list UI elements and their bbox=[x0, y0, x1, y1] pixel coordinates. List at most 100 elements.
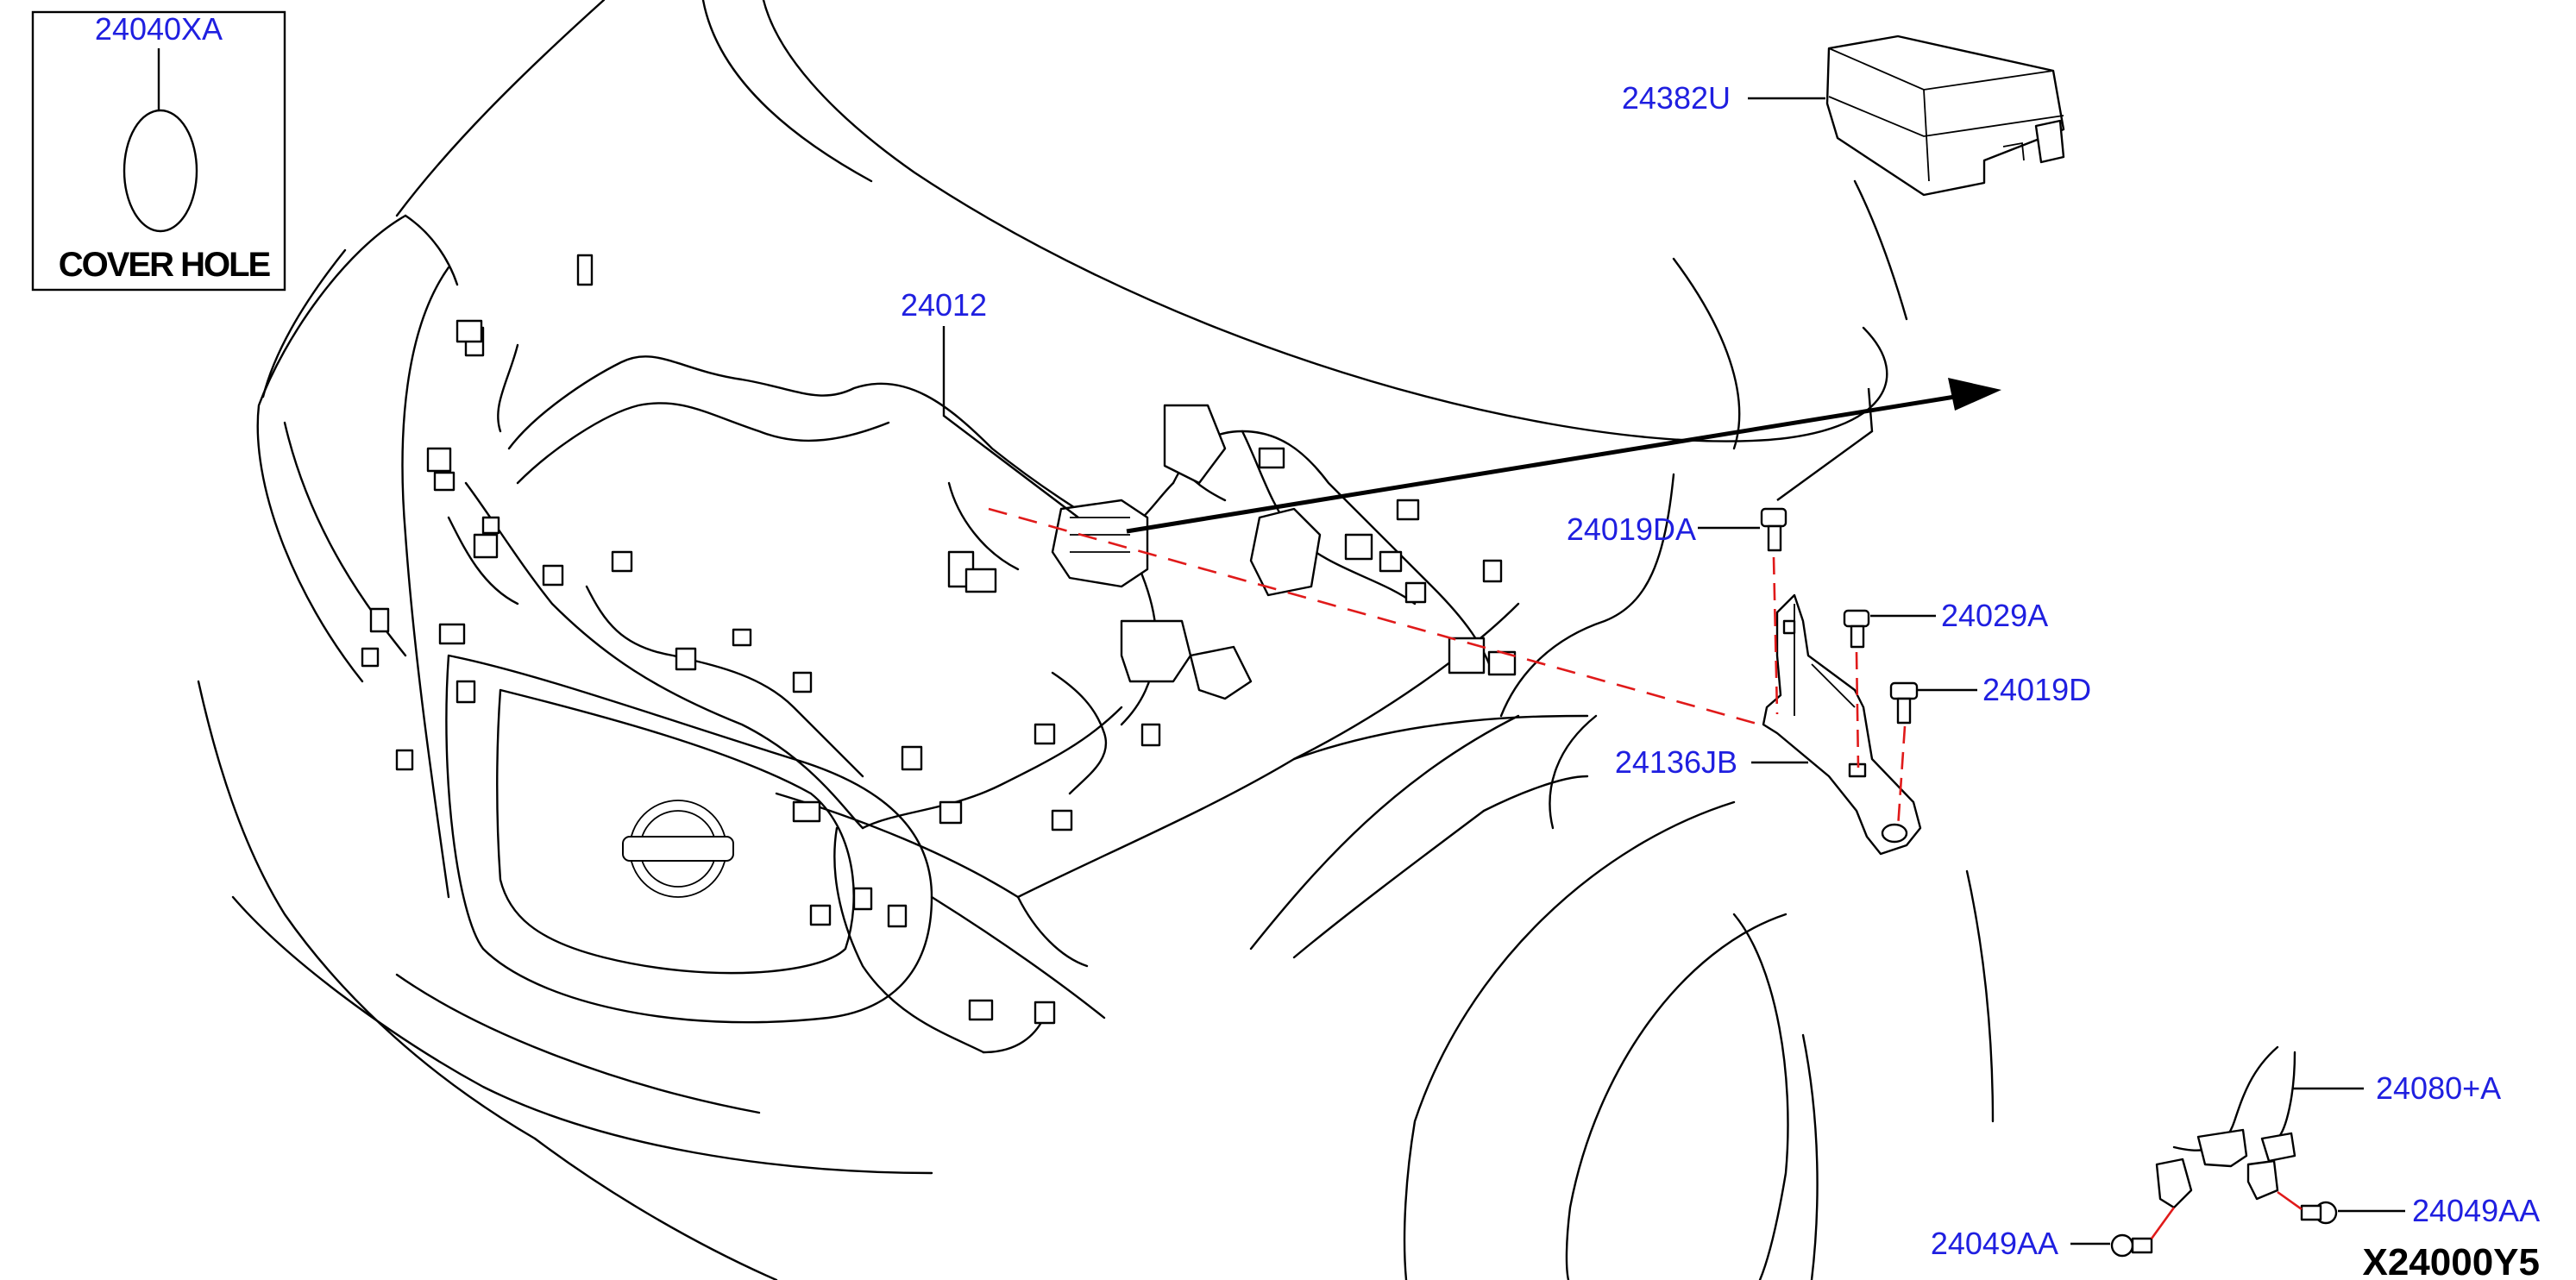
strap-terminal-right-b bbox=[2260, 1132, 2296, 1163]
fender-body bbox=[1249, 714, 1520, 951]
callout-24080A[interactable]: 24080+A bbox=[2376, 1070, 2501, 1106]
hood-crease bbox=[701, 0, 873, 183]
harness-right-run bbox=[1172, 430, 1494, 675]
assembly-guide-lines bbox=[988, 507, 2303, 1239]
wheel-arch-edge bbox=[1801, 1033, 1819, 1280]
ground-strap-24080A bbox=[2155, 1045, 2296, 1209]
bolt-head bbox=[1889, 681, 1919, 700]
connector bbox=[426, 447, 452, 473]
emblem bbox=[622, 800, 734, 898]
callout-24049AA-left[interactable]: 24049AA bbox=[1931, 1226, 2058, 1261]
guide-line-24019DA bbox=[1772, 556, 1779, 715]
arrow-head bbox=[1948, 378, 2001, 411]
bracket-hole bbox=[1881, 823, 1908, 844]
wiring-harness-24012 bbox=[361, 254, 1517, 1054]
connector bbox=[1482, 559, 1503, 583]
fender-edge-b bbox=[1853, 179, 1908, 321]
bumper-lower-edge bbox=[231, 895, 933, 1175]
relay-block bbox=[1120, 619, 1192, 683]
callout-24029A[interactable]: 24029A bbox=[1941, 598, 2048, 633]
callout-24382U[interactable]: 24382U bbox=[1622, 80, 1731, 116]
connector bbox=[1344, 533, 1373, 561]
bolt-24029A bbox=[1843, 609, 1870, 649]
harness-clip-block bbox=[1249, 507, 1322, 597]
connector bbox=[1396, 499, 1420, 521]
harness-mid-branch bbox=[1051, 671, 1108, 795]
inset-cover-hole: 24040XA COVER HOLE bbox=[31, 10, 286, 292]
fender-crease bbox=[1292, 809, 1486, 959]
screw-shank bbox=[2300, 1204, 2322, 1221]
junction-block bbox=[1051, 499, 1149, 588]
bolt-shank bbox=[1767, 524, 1782, 552]
fender-detail bbox=[1482, 775, 1589, 813]
connector bbox=[939, 800, 963, 825]
connector bbox=[542, 564, 564, 587]
guide-line-24049AA-left bbox=[2150, 1207, 2176, 1239]
connector bbox=[887, 904, 908, 928]
callout-24019DA[interactable]: 24019DA bbox=[1567, 511, 1696, 547]
hood-edge-center bbox=[762, 0, 1313, 364]
bolt-shank bbox=[1850, 624, 1865, 649]
harness-grille-run bbox=[585, 585, 864, 778]
connector bbox=[611, 550, 633, 573]
connector bbox=[852, 887, 873, 911]
fender-arch-lip bbox=[1549, 714, 1598, 830]
connector bbox=[1034, 1001, 1056, 1025]
callout-24019D[interactable]: 24019D bbox=[1982, 672, 2091, 707]
callout-24040XA[interactable]: 24040XA bbox=[95, 11, 223, 47]
fuse-box-cover-24382U bbox=[1825, 35, 2065, 197]
fuse-box-cover-latch bbox=[2034, 119, 2065, 164]
connector bbox=[361, 647, 380, 668]
leader-lines bbox=[942, 97, 2405, 1245]
harness-main-trunk bbox=[507, 355, 1123, 536]
harness-lower-run bbox=[861, 706, 1123, 830]
harness-bottom-run bbox=[833, 826, 985, 1054]
fender-top bbox=[1292, 714, 1589, 761]
hood-edge-left bbox=[395, 0, 606, 217]
bracket-body bbox=[1762, 593, 1922, 856]
connector bbox=[1404, 581, 1427, 604]
connector bbox=[675, 647, 697, 671]
harness-clip bbox=[1189, 645, 1253, 700]
grille-inner bbox=[496, 688, 855, 975]
screw-24049AA-right bbox=[2300, 1201, 2338, 1225]
guide-line-harness-to-bracket bbox=[988, 507, 1761, 726]
wheel-arch-inner bbox=[1565, 913, 1787, 1280]
connector bbox=[576, 254, 594, 286]
connector bbox=[1140, 723, 1161, 747]
bumper-outer bbox=[197, 680, 537, 1140]
fuse-box-cover-body bbox=[1825, 35, 2065, 197]
bolt-shank bbox=[1896, 697, 1912, 725]
screw-24049AA-left bbox=[2110, 1233, 2153, 1258]
vehicle-front-body bbox=[197, 0, 1995, 1280]
connector bbox=[1379, 550, 1403, 573]
strap-terminal-left bbox=[2196, 1128, 2248, 1168]
headlamp-top-curve bbox=[404, 214, 459, 286]
callout-24136JB[interactable]: 24136JB bbox=[1615, 744, 1737, 780]
strap-terminal-left-b bbox=[2155, 1158, 2193, 1209]
connector bbox=[456, 680, 476, 704]
headlamp-inner-a bbox=[261, 248, 347, 398]
guide-line-24029A bbox=[1855, 651, 1860, 769]
headlamp-beam-line bbox=[401, 266, 450, 899]
fuse-box-cover-tab bbox=[2002, 141, 2025, 161]
guide-line-24019D bbox=[1896, 725, 1907, 829]
connector bbox=[395, 749, 414, 771]
cover-hole-ellipse bbox=[123, 109, 198, 233]
leader-24012 bbox=[942, 326, 1079, 518]
harness-upper-branch bbox=[497, 343, 519, 433]
callout-24049AA-right[interactable]: 24049AA bbox=[2412, 1193, 2540, 1228]
connector bbox=[456, 319, 483, 343]
harness-left-connector-run bbox=[947, 481, 1020, 571]
fuse-box-cover-skirt bbox=[1828, 96, 2064, 137]
bracket-24136JB bbox=[1762, 593, 1922, 856]
arrow-shaft bbox=[1126, 394, 1956, 534]
connector bbox=[792, 800, 821, 823]
hood-front-edge bbox=[1310, 326, 1888, 442]
strap-terminal-right bbox=[2246, 1159, 2279, 1201]
connector bbox=[1258, 447, 1285, 469]
callout-24012[interactable]: 24012 bbox=[901, 287, 987, 323]
bolt-24019DA bbox=[1760, 507, 1787, 552]
connector bbox=[481, 516, 500, 535]
hood-leading-edge bbox=[1016, 602, 1520, 899]
